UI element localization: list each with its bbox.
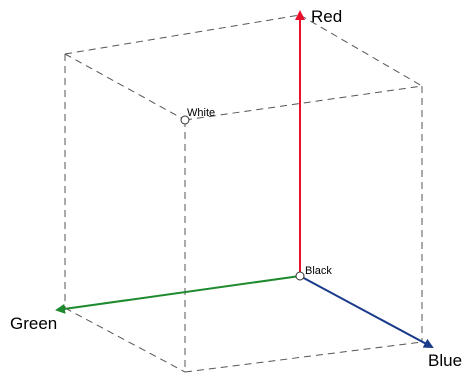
white-point-label: White xyxy=(187,107,215,119)
cube-edge-top-left xyxy=(64,14,301,55)
cube-edges xyxy=(64,14,423,373)
blue-axis-arrow xyxy=(299,275,434,348)
cube-edge-bottom-right xyxy=(184,341,423,373)
black-point-marker xyxy=(295,271,305,281)
blue-axis-label: Blue xyxy=(428,351,462,370)
white-point-marker xyxy=(180,115,190,125)
black-point-label: Black xyxy=(305,265,332,277)
green-axis-label: Green xyxy=(10,314,57,333)
cube-edge-bottom-left xyxy=(64,307,186,373)
cube-edge-top-back-left xyxy=(64,53,186,121)
green-axis-arrow xyxy=(55,275,301,314)
red-axis-label: Red xyxy=(311,7,342,26)
cube-edge-top-back-right xyxy=(184,85,423,121)
